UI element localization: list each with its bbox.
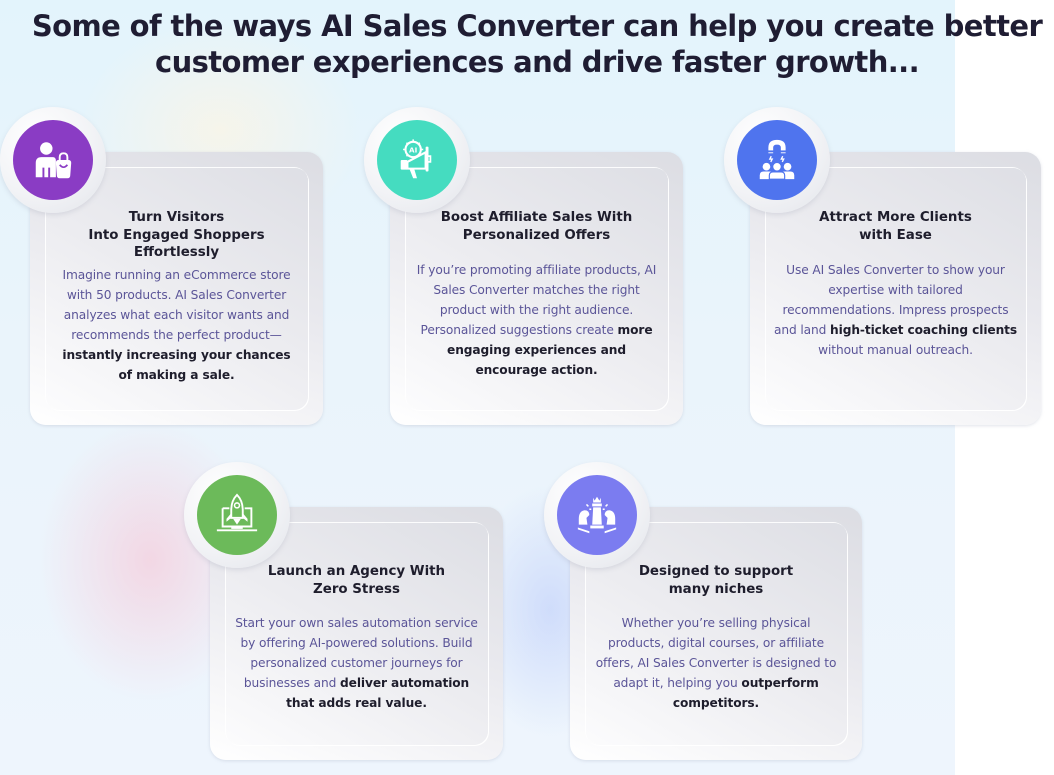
page-headline: Some of the ways AI Sales Converter can … <box>0 8 1054 80</box>
card-title-line: with Ease <box>859 227 932 243</box>
card-title-line: Designed to support <box>638 564 794 579</box>
svg-text:AI: AI <box>409 145 417 154</box>
card-text-emphasis: high-ticket coaching clients <box>830 323 1018 337</box>
card-inner-panel <box>45 167 308 410</box>
icon-badge <box>544 462 650 568</box>
card-text: If you’re promoting affiliate products, … <box>416 263 657 337</box>
icon-badge <box>724 107 830 213</box>
icon-disc <box>737 120 817 200</box>
card-description: Start your own sales automation service … <box>234 613 479 713</box>
card-title-line: Zero Stress <box>313 581 400 597</box>
icon-disc <box>197 475 277 555</box>
card-inner-panel <box>765 167 1026 410</box>
icon-badge <box>184 462 290 568</box>
card-title: Boost Affiliate Sales With Personalized … <box>410 209 663 244</box>
card-text-emphasis: deliver automation that adds real value. <box>286 676 470 710</box>
card-title: Attract More Clients with Ease <box>770 209 1021 244</box>
card-text: without manual outreach. <box>818 343 973 357</box>
card-text: Use AI Sales Converter to show your expe… <box>773 263 1009 337</box>
card-inner-panel <box>225 522 488 745</box>
shopper-bag-icon <box>35 142 72 179</box>
card-title: Designed to support many niches <box>590 563 842 598</box>
card-title-line: Launch an Agency With <box>267 564 446 579</box>
icon-disc: AI <box>377 120 457 200</box>
rocket-laptop-icon <box>216 493 258 532</box>
card-text: Whether you’re selling physical products… <box>595 616 837 690</box>
icon-badge: AI <box>364 107 470 213</box>
card-text: Start your own sales automation service … <box>235 616 478 690</box>
card-text: Imagine running an eCommerce store with … <box>62 268 291 342</box>
card-title-line: Personalized Offers <box>462 227 611 243</box>
feature-card-attract-clients: Attract More Clients with Ease Use AI Sa… <box>750 152 1041 425</box>
headline-line-2: customer experiences and drive faster gr… <box>155 45 920 79</box>
card-title: Turn Visitors Into Engaged Shoppers Effo… <box>50 209 303 262</box>
card-inner-panel <box>405 167 668 410</box>
card-title-line: Turn Visitors <box>128 210 225 225</box>
magnet-clients-icon <box>759 139 795 180</box>
card-title: Launch an Agency With Zero Stress <box>230 563 483 598</box>
card-title-line: Attract More Clients <box>819 210 972 225</box>
card-inner-panel <box>585 522 847 745</box>
card-text-emphasis: instantly increasing your chances of mak… <box>62 348 291 382</box>
card-text-emphasis: outperform competitors. <box>672 676 819 710</box>
card-description: Imagine running an eCommerce store with … <box>60 265 293 385</box>
icon-disc <box>557 475 637 555</box>
headline-line-1: Some of the ways AI Sales Converter can … <box>31 9 1043 43</box>
card-description: Use AI Sales Converter to show your expe… <box>772 260 1019 360</box>
card-title-line: Effortlessly <box>133 245 220 260</box>
chess-pieces-icon <box>577 496 617 534</box>
card-description: Whether you’re selling physical products… <box>592 613 840 713</box>
icon-disc <box>13 120 93 200</box>
card-title-line: Boost Affiliate Sales With <box>440 210 633 225</box>
ai-megaphone-icon: AI <box>400 139 432 179</box>
icon-badge <box>0 107 106 213</box>
card-title-line: Into Engaged Shoppers <box>88 227 265 243</box>
card-description: If you’re promoting affiliate products, … <box>412 260 661 380</box>
card-text-emphasis: more engaging experiences and encourage … <box>447 323 653 377</box>
card-title-line: many niches <box>668 581 764 597</box>
